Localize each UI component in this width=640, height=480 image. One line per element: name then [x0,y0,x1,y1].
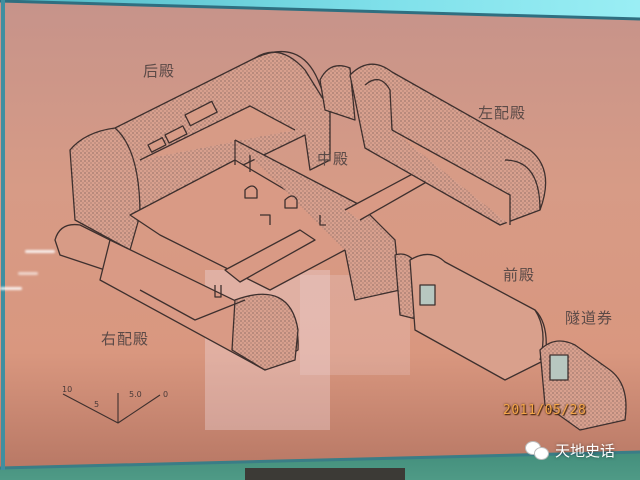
scale-tick: 5.0 [129,390,142,399]
left-side-hall-structure [319,63,547,226]
date-stamp: 2011/05/28 [503,403,587,418]
wechat-icon [525,440,549,461]
rear-hall-structure [69,50,331,251]
label-rear-hall: 后殿 [143,62,176,80]
scale-tick: 0 [163,390,169,399]
tunnel-vault-structure [539,340,627,431]
label-middle-hall: 中殿 [317,150,350,168]
scale-bar [62,393,161,424]
middle-hall-structure [129,139,401,301]
light-glare [18,272,38,275]
light-glare [25,250,55,253]
label-left-side-hall: 左配殿 [478,104,527,122]
scale-tick: 10 [62,385,73,394]
watermark-text: 天地史话 [555,442,616,460]
label-right-side-hall: 右配殿 [101,330,150,348]
watermark: 天地史话 [525,440,615,461]
right-side-hall-structure [54,223,299,371]
label-front-hall: 前殿 [503,266,536,284]
scale-tick: 5 [94,400,100,409]
light-glare [0,287,22,290]
floor-shadow [245,468,405,480]
label-tunnel-vault: 隧道券 [565,309,614,327]
